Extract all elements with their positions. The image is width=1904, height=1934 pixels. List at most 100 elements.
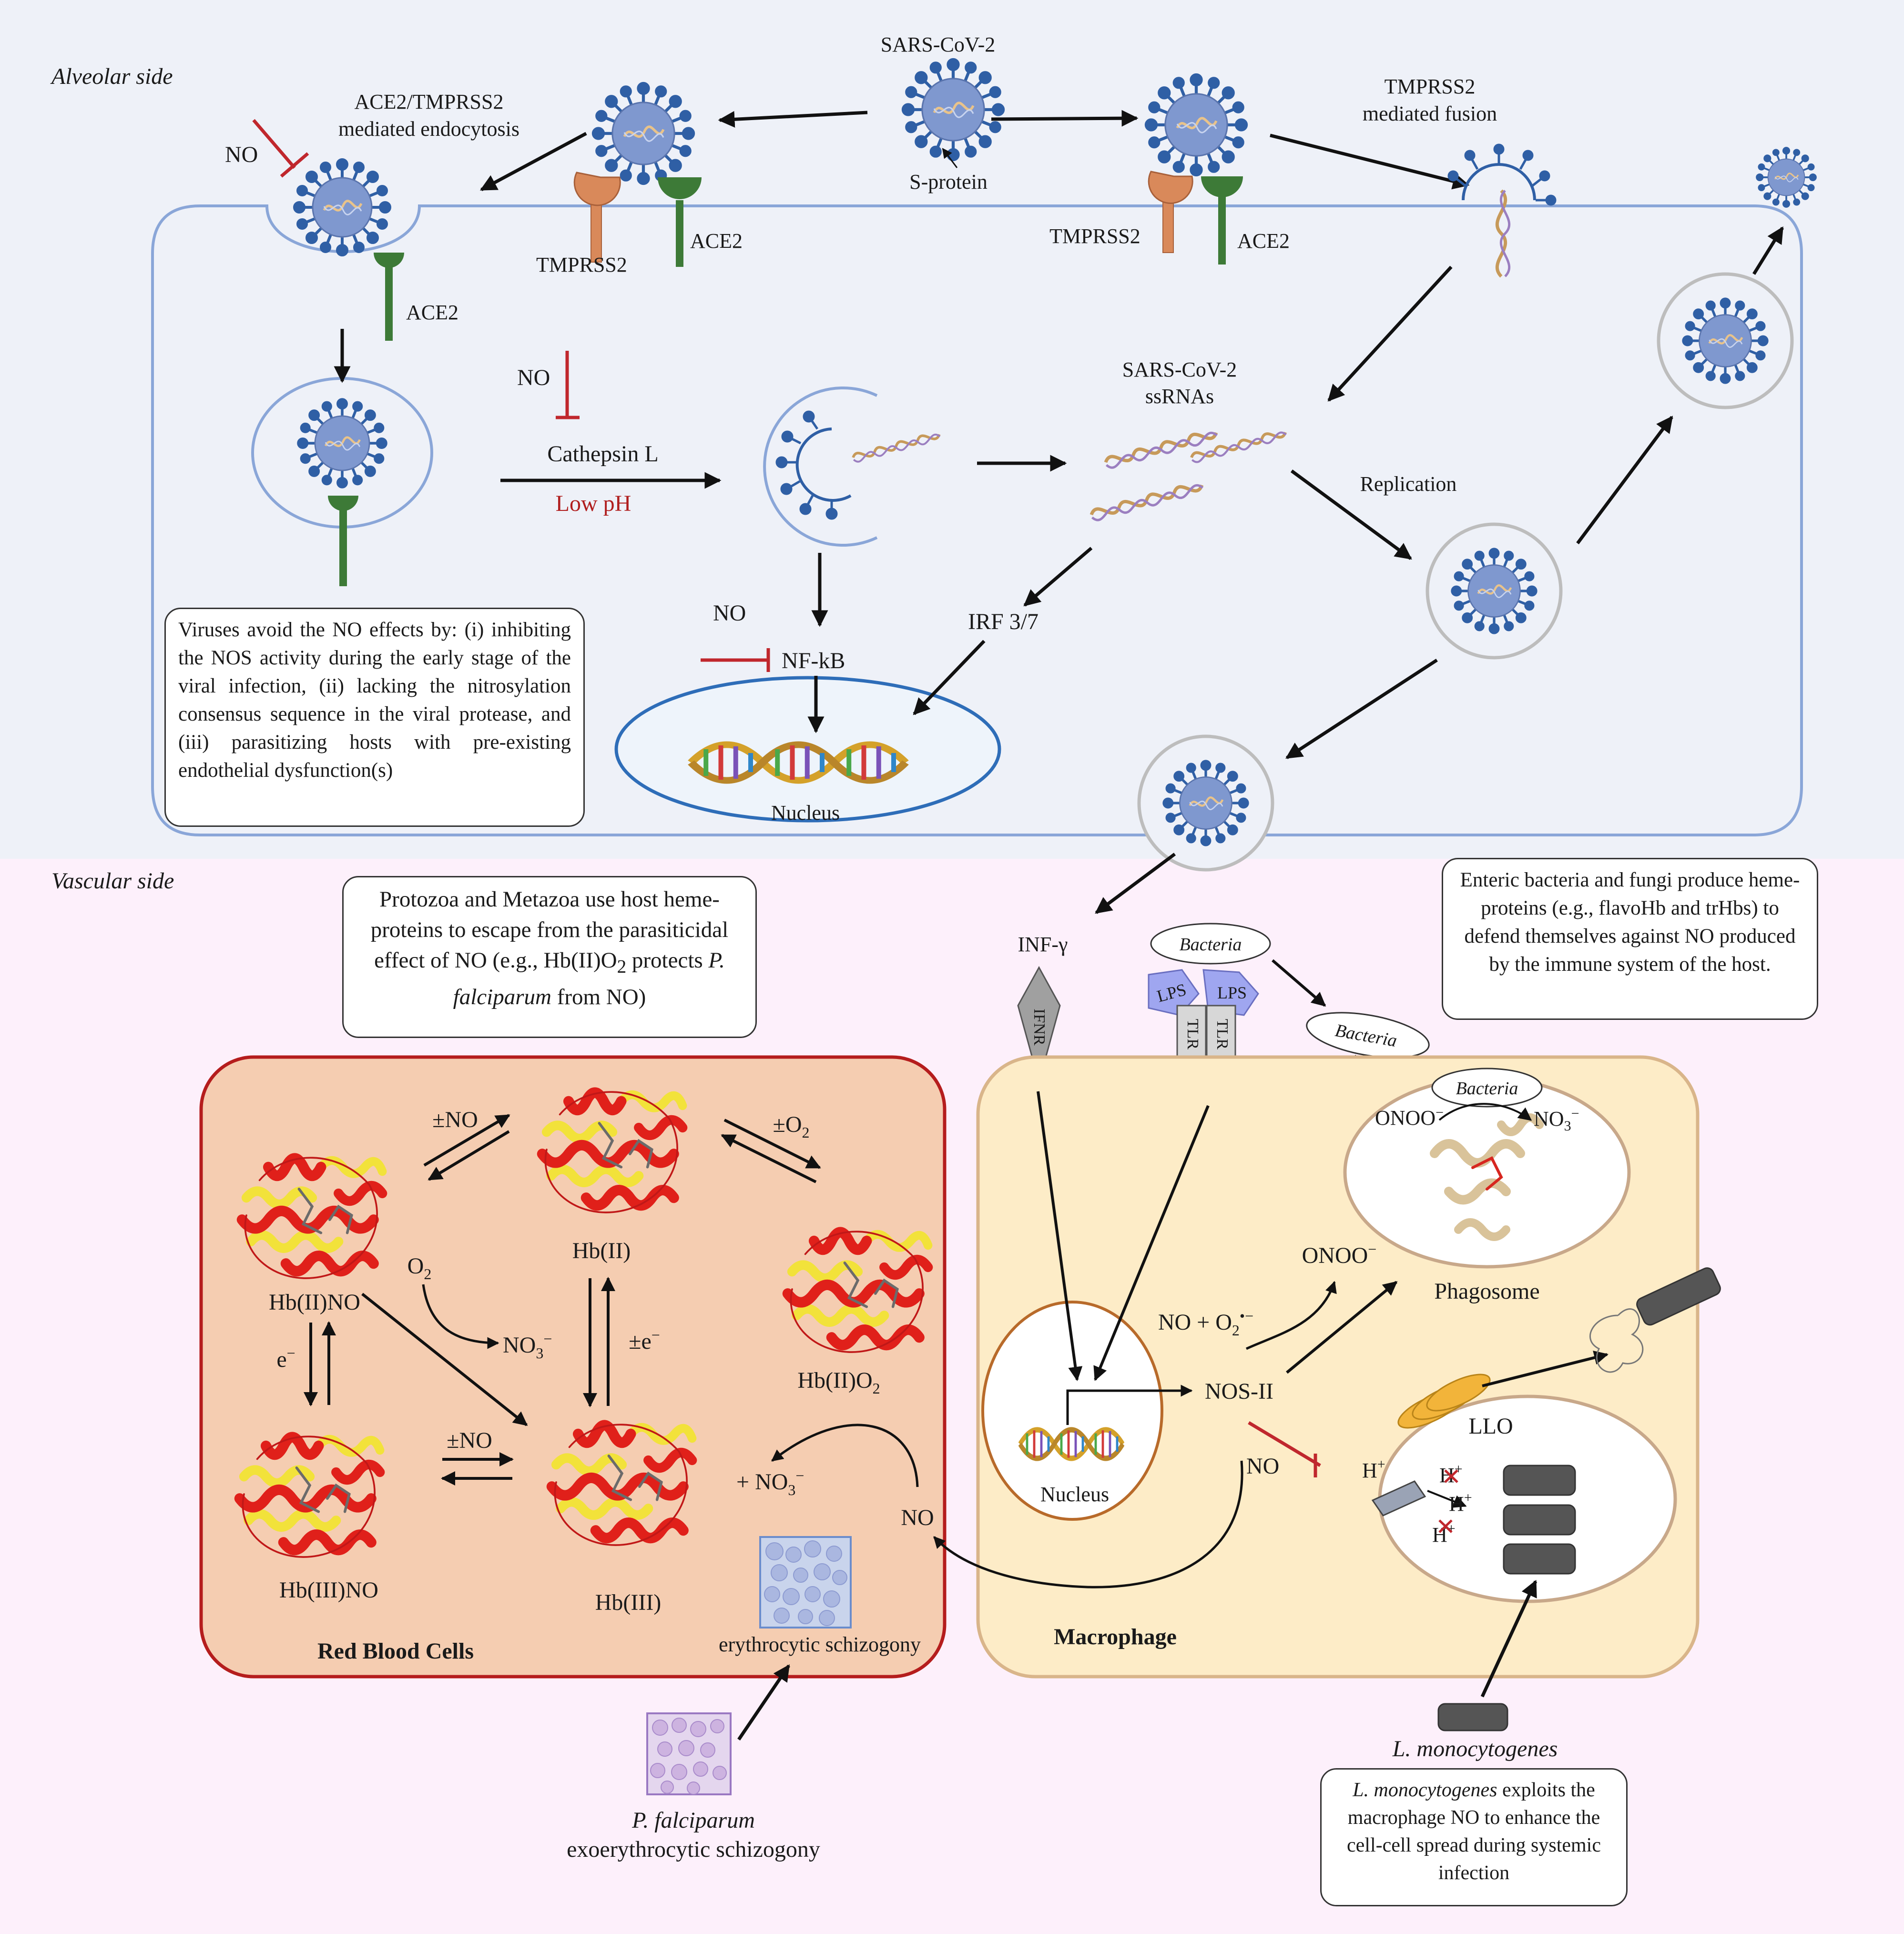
- nucleus-label-top: Nucleus: [771, 801, 840, 824]
- arrow-proton-in: [1427, 1490, 1467, 1508]
- arrow-vesicle-down: [1285, 659, 1438, 759]
- ace2-label-endocytosis: ACE2: [406, 301, 458, 324]
- fusion-label-line2: mediated fusion: [1363, 102, 1497, 125]
- arrow-bacteria-to-phagocytosis: [1272, 959, 1326, 1007]
- onoo-label-cytosol: ONOO−: [1302, 1241, 1377, 1268]
- endocytosis-label-line1: ACE2/TMPRSS2: [355, 90, 504, 113]
- listeria-label: L. monocytogenes: [1392, 1736, 1558, 1761]
- cathepsin-label: Cathepsin L: [547, 441, 658, 467]
- protozoa-note-italic: P. falciparum: [453, 948, 725, 1010]
- onoo-to-no3-curve: [1438, 1103, 1532, 1121]
- blood-smear-image: [759, 1536, 852, 1629]
- virus-bound-right: [1146, 75, 1246, 175]
- no-to-hb3-curve: [771, 1424, 919, 1487]
- virus-free: [903, 60, 1003, 160]
- equilibrium-hb2-hb3: [583, 1277, 615, 1407]
- arrow-virus-to-right: [991, 110, 1139, 127]
- bacteria-top: [1150, 923, 1271, 965]
- no-label-macrophage: NO: [1246, 1454, 1279, 1479]
- hb2-label: Hb(II): [572, 1238, 631, 1263]
- no3-label-phagosome: NO3−: [1534, 1106, 1579, 1134]
- virus-corner: [1756, 147, 1817, 208]
- alveolar-side-label: Alveolar side: [50, 64, 173, 89]
- macrophage-label: Macrophage: [1054, 1624, 1177, 1649]
- listeria-extracellular: [1437, 1703, 1508, 1731]
- nos-ii-label: NOS-II: [1205, 1379, 1273, 1404]
- onoo-label-phagosome: ONOO−: [1375, 1105, 1444, 1130]
- no-label-endocytosis: NO: [225, 142, 258, 167]
- protozoa-note-mid: protects: [626, 948, 709, 973]
- protozoa-note: Protozoa and Metazoa use host heme-prote…: [342, 876, 757, 1038]
- virus-avoidance-text: Viruses avoid the NO effects by: (i) inh…: [178, 619, 571, 782]
- equilibrium-hb3no-hb3: [441, 1452, 514, 1486]
- inf-gamma-label: INF-γ: [1018, 933, 1068, 956]
- ssrna-label-line2: ssRNAs: [1145, 385, 1214, 408]
- svg-text:TLR: TLR: [1213, 1019, 1231, 1050]
- equilibrium-hb2no-hb3no: [304, 1321, 336, 1406]
- s-protein-label: S-protein: [909, 170, 988, 193]
- replication-label: Replication: [1360, 472, 1457, 496]
- listeria-bacteria-group: [1503, 1465, 1576, 1575]
- h-plus-label-pump: H+: [1362, 1456, 1385, 1482]
- ace2-receptor-endocytosis: [374, 253, 404, 341]
- tmprss2-label-right: TMPRSS2: [1049, 224, 1140, 248]
- listeria-note-text: exploits the macrophage NO to enhance th…: [1347, 1779, 1601, 1884]
- pfalciparum-smear-image: [646, 1712, 732, 1795]
- equilibrium-hb2no-hb2: [423, 1114, 510, 1181]
- arrow-llo-to-escape: [1482, 1351, 1609, 1387]
- ifnr-receptor: IFNR: [1017, 966, 1061, 1085]
- ace2-label-left: ACE2: [690, 229, 743, 253]
- arrow-vesicle-up: [1576, 416, 1673, 545]
- virus-vesicle-replication: [1452, 549, 1536, 633]
- irf-label: IRF 3/7: [968, 609, 1039, 634]
- llo-pore: [1397, 1374, 1491, 1429]
- low-ph-label: Low pH: [556, 491, 631, 516]
- no-label-cathepsin: NO: [517, 365, 550, 390]
- lps-left: LPS: [1148, 969, 1200, 1016]
- tmprss2-receptor-left: [573, 172, 621, 263]
- fusion-label-line1: TMPRSS2: [1385, 75, 1476, 98]
- arrow-to-inf: [1095, 853, 1176, 914]
- arrow-vesicle-exit: [1752, 226, 1784, 275]
- red-blood-cells-label: Red Blood Cells: [317, 1639, 474, 1664]
- arrow-ssrna-to-irf: [1023, 547, 1093, 607]
- arrow-listeria-to-vacuole: [1480, 1579, 1537, 1698]
- o2-reaction-curve: [422, 1284, 499, 1349]
- pm-no-bottom: ±NO: [447, 1428, 492, 1453]
- no-o2-label: NO + O2•−: [1158, 1307, 1253, 1339]
- no-label-rbc: NO: [901, 1505, 934, 1530]
- no-label-nfkb: NO: [713, 601, 746, 626]
- arrow-fusion-to-ssrna: [1327, 265, 1453, 402]
- sars-cov-2-label: SARS-CoV-2: [881, 33, 995, 56]
- inhibit-bar-endocytosis: [280, 152, 309, 178]
- bacteria-middle: [1306, 1012, 1430, 1059]
- pm-e-label: ±e−: [629, 1326, 660, 1354]
- arrow-nucleus-to-nos: [1066, 1384, 1193, 1425]
- lps-right: LPS: [1202, 969, 1259, 1016]
- ace2-receptor-right: [1201, 176, 1243, 265]
- equilibrium-hb2-hb2o2: [721, 1119, 821, 1183]
- hb3-label: Hb(III): [595, 1590, 662, 1615]
- virus-vesicle-bottom: [1164, 761, 1248, 845]
- arrow-tlr-to-nucleus: [1093, 1105, 1210, 1381]
- virus-endocytosis: [295, 160, 390, 255]
- arrow-pfalc-to-smear: [737, 1664, 790, 1741]
- fusion-virus: [1447, 143, 1557, 278]
- arrow-nos-to-phagosome: [1286, 1281, 1398, 1374]
- bacteria-fungi-note: Enteric bacteria and fungi produce heme-…: [1442, 858, 1818, 1020]
- arrow-irf-to-nucleus: [913, 640, 986, 715]
- hb2no-label: Hb(II)NO: [269, 1290, 360, 1315]
- ace2-label-right: ACE2: [1237, 229, 1290, 253]
- llo-label: LLO: [1468, 1414, 1513, 1439]
- phagosome-label: Phagosome: [1434, 1279, 1539, 1304]
- svg-text:IFNR: IFNR: [1030, 1008, 1048, 1046]
- arrow-right-to-fusion: [1270, 133, 1470, 190]
- proton-pump: [1371, 1480, 1426, 1517]
- virus-vesicle-exit: [1683, 299, 1767, 383]
- listeria-note: L. monocytogenes exploits the macrophage…: [1320, 1768, 1628, 1906]
- hb2o2-label: Hb(II)O2: [797, 1368, 880, 1397]
- nfkb-label: NF-kB: [782, 648, 845, 673]
- rbc-panel: [199, 1055, 947, 1679]
- virus-avoidance-note: Viruses avoid the NO effects by: (i) inh…: [164, 608, 585, 827]
